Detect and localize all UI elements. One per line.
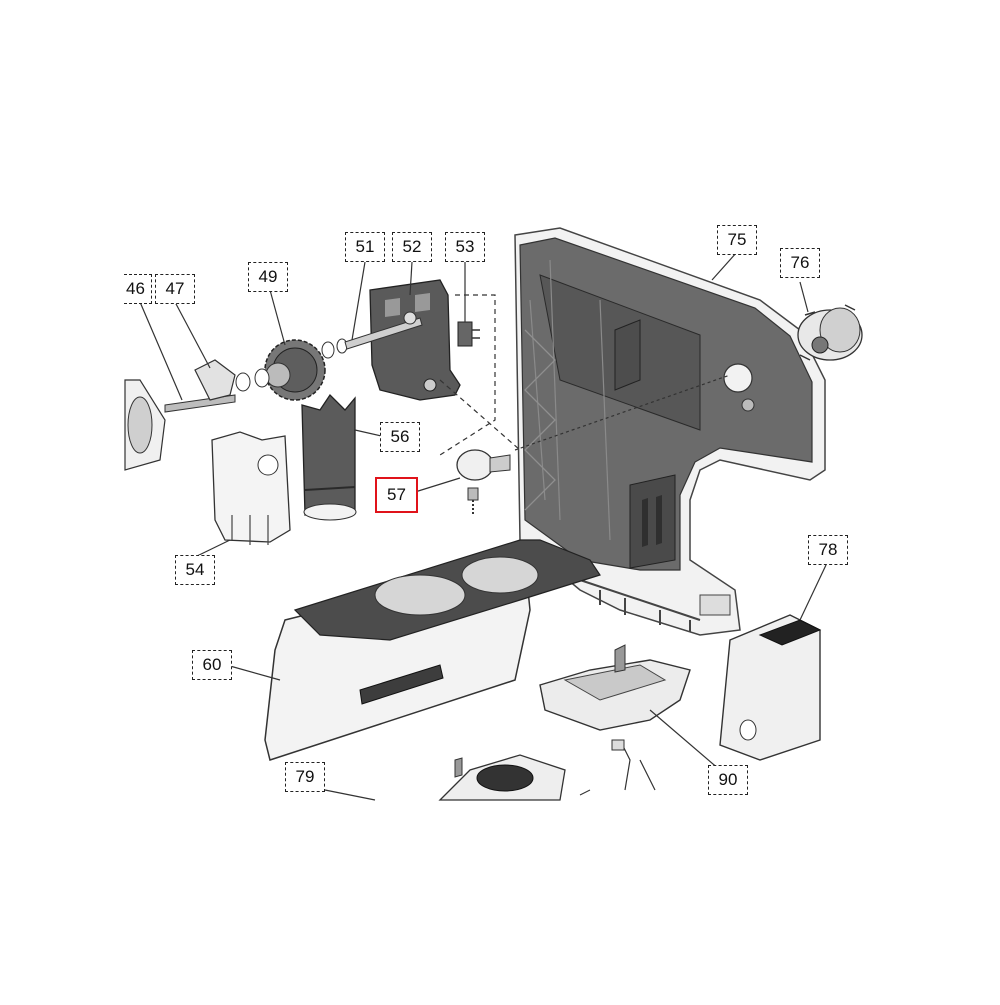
part-57-fitting[interactable]	[456, 449, 511, 515]
label-47[interactable]: 47	[155, 274, 195, 304]
part-46-shaft[interactable]	[124, 379, 236, 471]
label-78[interactable]: 78	[808, 535, 848, 565]
label-54[interactable]: 54	[175, 555, 215, 585]
part-49-gear[interactable]	[235, 338, 348, 401]
label-52[interactable]: 52	[392, 232, 432, 262]
part-56-cylinder[interactable]	[301, 393, 357, 521]
label-76-text: 76	[790, 253, 810, 272]
label-79[interactable]: 79	[285, 762, 325, 792]
part-90-tray[interactable]	[539, 644, 691, 791]
part-53-switch[interactable]	[457, 321, 480, 347]
label-75[interactable]: 75	[717, 225, 757, 255]
part-76-knob[interactable]	[797, 304, 863, 361]
label-53[interactable]: 53	[445, 232, 485, 262]
leader-lines	[139, 251, 827, 801]
part-79-bottom-part[interactable]	[438, 754, 591, 801]
label-49[interactable]: 49	[248, 262, 288, 292]
label-90[interactable]: 90	[708, 765, 748, 795]
label-60[interactable]: 60	[192, 650, 232, 680]
label-51-text: 51	[355, 237, 375, 256]
label-49-text: 49	[258, 267, 278, 286]
part-52-mounting-plate[interactable]	[369, 279, 461, 401]
part-54-holder[interactable]	[211, 431, 291, 545]
label-54-text: 54	[185, 560, 205, 579]
label-57[interactable]: 57	[375, 477, 418, 513]
label-78-text: 78	[818, 540, 838, 559]
label-53-text: 53	[455, 237, 475, 256]
label-90-text: 90	[718, 770, 738, 789]
label-79-text: 79	[295, 767, 315, 786]
label-75-text: 75	[727, 230, 747, 249]
part-75-side-panel[interactable]	[514, 227, 826, 636]
label-56[interactable]: 56	[380, 422, 420, 452]
part-78-cover-block[interactable]	[719, 614, 822, 761]
label-46-text: 46	[126, 279, 145, 298]
label-76[interactable]: 76	[780, 248, 820, 278]
label-46[interactable]: 46	[124, 274, 152, 304]
label-51[interactable]: 51	[345, 232, 385, 262]
part-47-lever[interactable]	[194, 359, 236, 401]
part-51-shaft[interactable]	[344, 311, 423, 350]
label-60-text: 60	[202, 655, 222, 674]
label-47-text: 47	[165, 279, 185, 298]
part-60-front-panel[interactable]	[264, 539, 601, 761]
label-57-text: 57	[387, 485, 406, 504]
label-52-text: 52	[402, 237, 422, 256]
label-56-text: 56	[390, 427, 410, 446]
